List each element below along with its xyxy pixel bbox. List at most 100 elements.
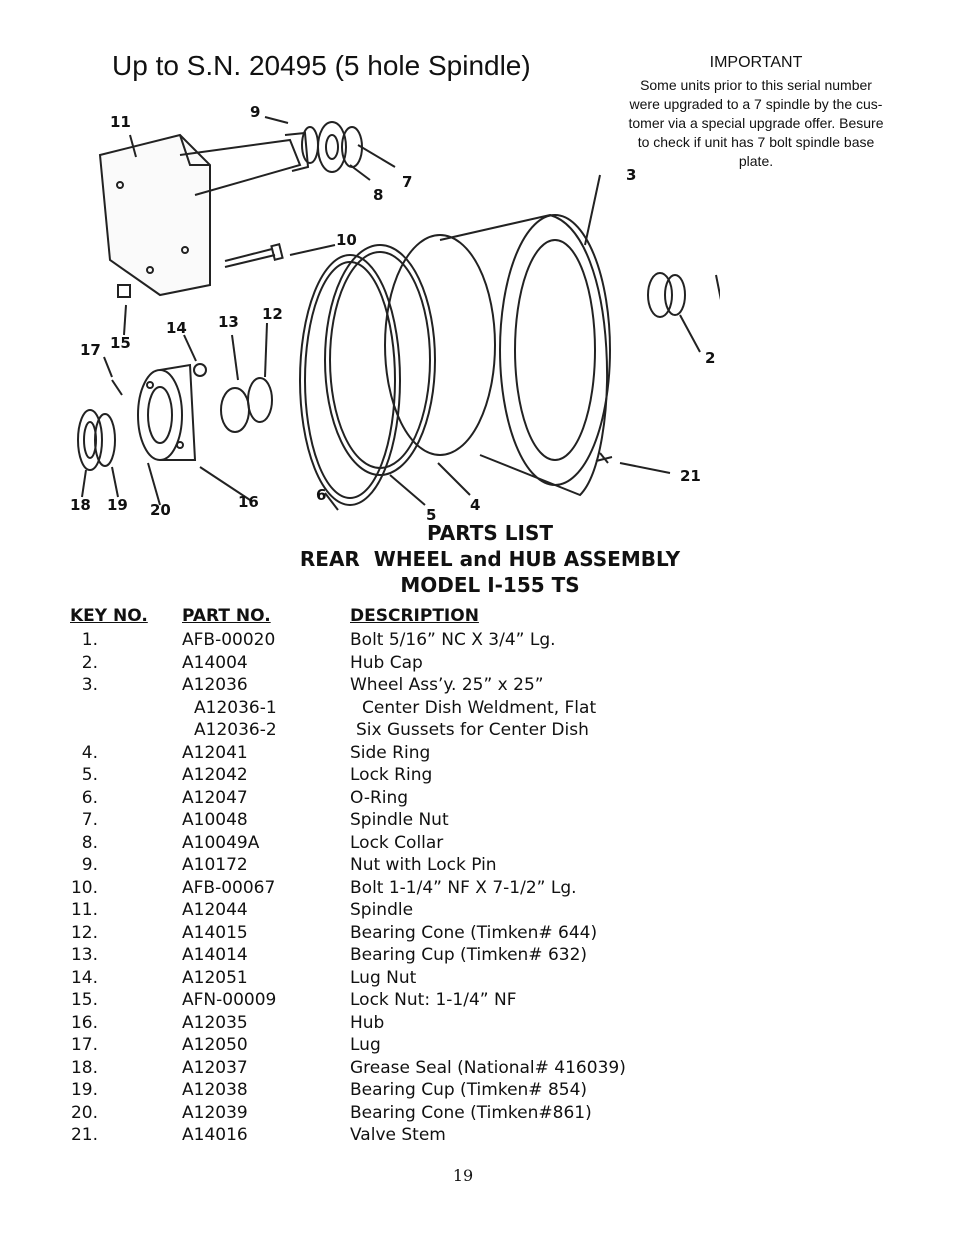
diagram-label: 18	[70, 496, 91, 514]
diagram-label: 11	[110, 113, 131, 131]
part-no: A12047	[182, 787, 248, 808]
description: Nut with Lock Pin	[350, 855, 497, 875]
description: Bolt 1-1/4” NF X 7-1/2” Lg.	[350, 877, 577, 898]
key-no: 8.	[81, 832, 98, 853]
key-no: 14.	[70, 967, 98, 988]
key-no: 5.	[81, 765, 98, 785]
key-no: 12.	[70, 922, 98, 943]
part-no: AFB-00067	[182, 877, 276, 898]
parts-table-header: KEY NO. PART NO. DESCRIPTION	[70, 606, 690, 630]
important-line: were upgraded to a 7 spindle by the cus-	[629, 96, 883, 112]
diagram-label: 14	[166, 319, 187, 337]
part-no: A14004	[182, 652, 248, 673]
part-no: A10172	[182, 855, 248, 875]
key-no: 21.	[70, 1125, 98, 1145]
diagram-label: 9	[250, 103, 260, 121]
part-no: A12039	[182, 1102, 248, 1123]
key-no: 10.	[70, 877, 98, 898]
description: Six Gussets for Center Dish	[356, 720, 589, 740]
col-key-header: KEY NO.	[70, 606, 148, 626]
key-no: 16.	[70, 1012, 98, 1033]
table-row: 15. AFN-00009 Lock Nut: 1-1/4” NF	[70, 990, 690, 1013]
important-line: plate.	[738, 153, 774, 169]
description: Spindle Nut	[350, 810, 449, 830]
key-no: 4.	[81, 742, 98, 763]
important-heading: IMPORTANT	[709, 54, 803, 71]
key-no: 13.	[70, 945, 98, 965]
key-no: 15.	[70, 990, 98, 1010]
key-no: 18.	[70, 1057, 98, 1078]
diagram-label: 7	[402, 173, 412, 191]
description: Valve Stem	[350, 1125, 446, 1145]
important-line: Some units prior to this serial number	[640, 77, 872, 93]
part-no: AFN-00009	[182, 990, 277, 1010]
key-no: 9.	[81, 855, 98, 875]
key-no: 11.	[70, 900, 98, 920]
table-row: 19. A12038 Bearing Cup (Timken# 854)	[70, 1080, 690, 1103]
part-no: A12037	[182, 1057, 248, 1078]
diagram-label: 2	[705, 349, 715, 367]
description: Bearing Cup (Timken# 632)	[350, 945, 588, 965]
table-row: 4. A12041 Side Ring	[70, 743, 690, 766]
parts-list-heading: PARTS LIST REAR WHEEL and HUB ASSEMBLY M…	[0, 520, 954, 598]
table-row: 12. A14015 Bearing Cone (Timken# 644)	[70, 923, 690, 946]
part-no: A10048	[182, 810, 248, 830]
diagram-label: 19	[107, 496, 128, 514]
table-row: 13. A14014 Bearing Cup (Timken# 632)	[70, 945, 690, 968]
part-no: A12042	[182, 765, 248, 785]
description: Bearing Cup (Timken# 854)	[350, 1080, 588, 1100]
diagram-label: 3	[626, 166, 636, 184]
part-no: A12036-1	[194, 697, 277, 718]
col-desc-header: DESCRIPTION	[350, 606, 479, 626]
description: Lock Nut: 1-1/4” NF	[350, 990, 517, 1010]
part-no: A10049A	[182, 832, 260, 853]
parts-list-title: PARTS LIST	[426, 521, 554, 545]
table-row: 5. A12042 Lock Ring	[70, 765, 690, 788]
col-part-header: PART NO.	[182, 606, 271, 626]
description: Lug	[350, 1035, 381, 1055]
part-no: A12041	[182, 742, 248, 763]
table-row: 10. AFB-00067 Bolt 1-1/4” NF X 7-1/2” Lg.	[70, 878, 690, 901]
assembly-title: REAR WHEEL and HUB ASSEMBLY	[299, 547, 681, 571]
description: Hub	[350, 1012, 385, 1033]
key-no: 6.	[81, 787, 98, 808]
diagram-label: 8	[373, 186, 383, 204]
diagram-label: 20	[150, 501, 171, 519]
diagram-label: 21	[680, 467, 701, 485]
description: Side Ring	[350, 742, 431, 763]
description: Bearing Cone (Timken# 644)	[350, 922, 598, 943]
description: Lock Ring	[350, 765, 433, 785]
diagram-label: 4	[470, 496, 480, 514]
part-no: A14014	[182, 945, 248, 965]
diagram-label: 16	[238, 493, 259, 511]
parts-table: KEY NO. PART NO. DESCRIPTION 1. AFB-00020…	[70, 606, 690, 1148]
part-no: A12036	[182, 675, 248, 695]
description: Center Dish Weldment, Flat	[362, 697, 597, 718]
diagram-label: 17	[80, 341, 101, 359]
part-no: A12038	[182, 1080, 248, 1100]
part-no: AFB-00020	[182, 630, 276, 650]
key-no: 3.	[81, 675, 98, 695]
key-no: 1.	[81, 630, 98, 650]
important-line: tomer via a special upgrade offer. Besur…	[628, 115, 884, 131]
part-no: A14015	[182, 922, 248, 943]
important-body: Some units prior to this serial number w…	[608, 76, 904, 171]
description: Hub Cap	[350, 652, 423, 673]
key-no: 19.	[70, 1080, 98, 1100]
part-no: A12044	[182, 900, 248, 920]
table-row: A12036-1 Center Dish Weldment, Flat	[70, 698, 690, 721]
part-no: A12035	[182, 1012, 248, 1033]
diagram-label: 5	[426, 506, 436, 524]
page-title: Up to S.N. 20495 (5 hole Spindle)	[112, 50, 531, 81]
